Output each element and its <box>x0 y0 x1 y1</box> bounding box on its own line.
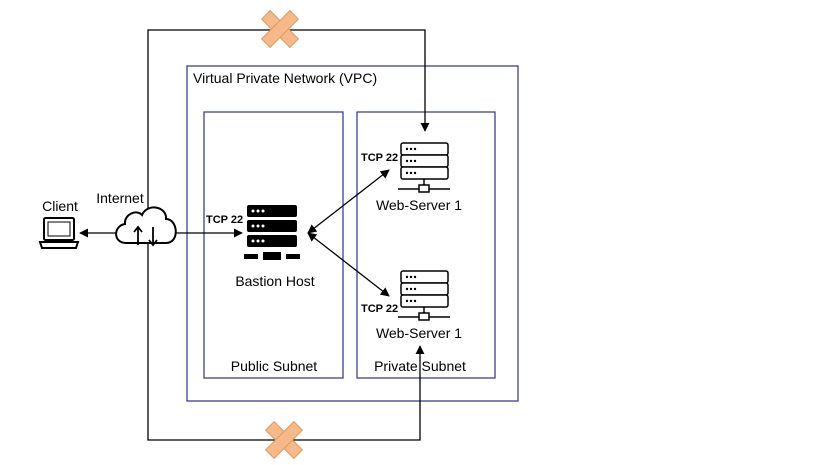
bastion-webserver-top-connection <box>307 169 390 234</box>
cloud-icon <box>115 206 177 247</box>
blocked-x-icon-top <box>260 9 300 49</box>
bastion-port-label: TCP 22 <box>206 214 243 226</box>
web-server-top-label: Web-Server 1 <box>376 197 462 213</box>
laptop-icon <box>38 217 80 249</box>
bastion-webserver-bottom-connection <box>307 232 390 297</box>
vpc-label: Virtual Private Network (VPC) <box>193 70 377 86</box>
web-server-bottom-label: Web-Server 1 <box>376 325 462 341</box>
client-label: Client <box>42 198 78 214</box>
web-server-top-icon <box>398 142 450 193</box>
bastion-label: Bastion Host <box>235 273 314 289</box>
web-server-bottom-port-label: TCP 22 <box>361 303 398 315</box>
blocked-x-icon-bottom <box>264 420 304 460</box>
bastion-server-icon <box>244 205 300 260</box>
web-server-top-port-label: TCP 22 <box>361 152 398 164</box>
public-subnet-label: Public Subnet <box>231 358 318 374</box>
internet-label: Internet <box>96 190 144 206</box>
web-server-bottom-icon <box>398 270 450 321</box>
